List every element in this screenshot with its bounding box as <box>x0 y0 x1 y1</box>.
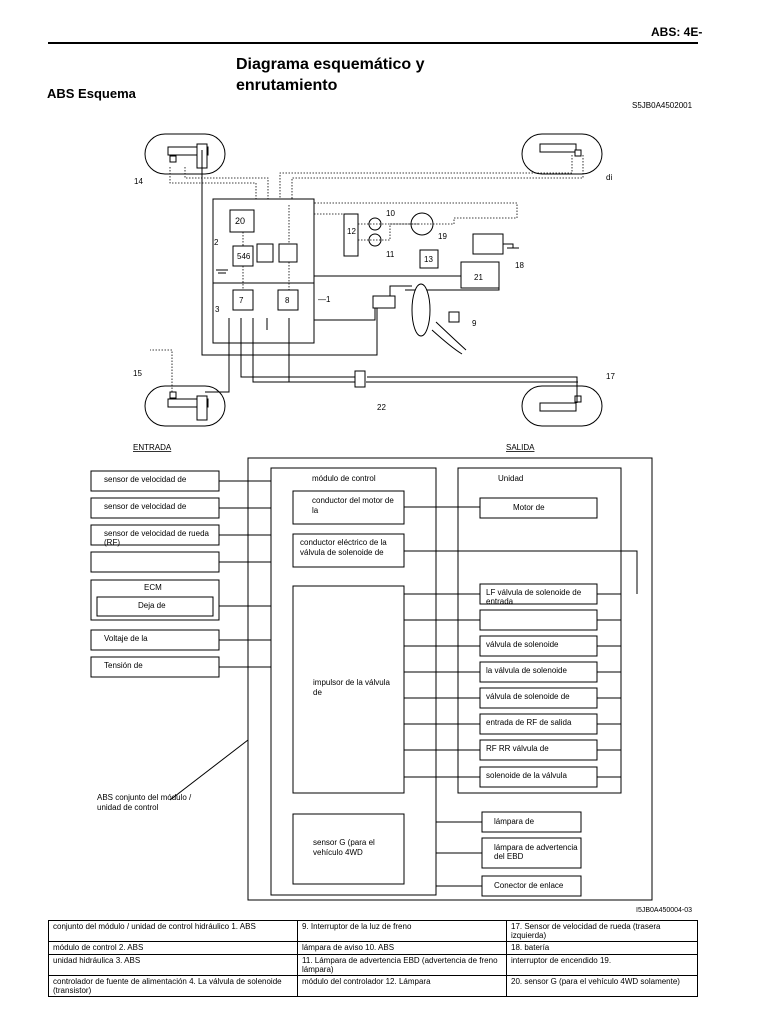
output-header: SALIDA <box>506 443 535 452</box>
g-sensor-box <box>292 813 405 885</box>
input-header: ENTRADA <box>133 443 172 452</box>
wheel-rear-left <box>144 385 226 427</box>
legend-row: controlador de fuente de alimentación 4.… <box>48 975 698 997</box>
abs-module-box <box>212 198 315 344</box>
page-header-ref: ABS: 4E- <box>651 25 703 39</box>
callout-19: 19 <box>438 232 447 241</box>
solenoid-valve-label: válvula de solenoide de <box>486 692 570 701</box>
callout-11: 11 <box>386 250 395 259</box>
solenoid-valve-label: LF válvula de solenoide de entrada <box>486 588 582 606</box>
input-signal-label: sensor de velocidad de <box>104 502 187 511</box>
output-device-box <box>481 837 582 869</box>
header-rule <box>48 42 698 44</box>
legend-cell: 18. batería <box>506 941 698 955</box>
callout-22: 22 <box>377 403 386 412</box>
callout-13: 13 <box>424 255 433 264</box>
solenoid-valve-label: solenoide de la válvula <box>486 771 567 780</box>
figure-ref-code-top: S5JB0A4502001 <box>632 101 693 110</box>
solenoid-valve-label: válvula de solenoide <box>486 640 559 649</box>
input-signal-label: Tensión de <box>104 661 143 670</box>
callout-14: 14 <box>134 177 143 186</box>
g-sensor-label: sensor G (para el vehículo 4WD <box>313 838 375 857</box>
callout-1: —1 <box>318 295 331 304</box>
callout-9: 9 <box>472 319 477 328</box>
legend-cell: unidad hidráulica 3. ABS <box>48 954 298 976</box>
ecm-inner-box <box>96 596 214 617</box>
legend-cell: 17. Sensor de velocidad de rueda (traser… <box>506 920 698 942</box>
callout-20: 20 <box>235 216 245 226</box>
callout-2: 2 <box>214 238 219 247</box>
solenoid-valve-box <box>479 609 598 631</box>
solenoid-valve-label: RF RR válvula de <box>486 744 549 753</box>
legend-cell: módulo de control 2. ABS <box>48 941 298 955</box>
unit-title: Unidad <box>498 474 524 483</box>
legend-cell: módulo del controlador 12. Lámpara <box>297 975 507 997</box>
callout-12: 12 <box>347 227 356 236</box>
callout-546: 546 <box>237 252 251 261</box>
output-device-label: Conector de enlace <box>494 881 564 890</box>
solenoid-valve-label: la válvula de solenoide <box>486 666 567 675</box>
legend-cell: 9. Interruptor de la luz de freno <box>297 920 507 942</box>
callout-15: 15 <box>133 369 142 378</box>
input-signal-label: sensor de velocidad de rueda (RF) <box>104 529 209 547</box>
legend-cell: 20. sensor G (para el vehículo 4WD solam… <box>506 975 698 997</box>
legend-cell: interruptor de encendido 19. <box>506 954 698 976</box>
assembly-label: ABS conjunto del módulo / unidad de cont… <box>97 793 192 812</box>
ecm-item: Deja de <box>138 601 166 610</box>
callout-8: 8 <box>285 296 290 305</box>
figure-ref-code-bottom: I5JB0A450004-03 <box>636 907 693 914</box>
callout-3: 3 <box>215 305 220 314</box>
callout-18: 18 <box>515 261 524 270</box>
control-module-title: módulo de control <box>312 474 376 483</box>
legend-cell: conjunto del módulo / unidad de control … <box>48 920 298 942</box>
solenoid-valve-label: entrada de RF de salida <box>486 718 572 727</box>
callout-di: di <box>606 173 612 182</box>
section-title: ABS Esquema <box>47 86 136 101</box>
legend-cell: lámpara de aviso 10. ABS <box>297 941 507 955</box>
legend-row: conjunto del módulo / unidad de control … <box>48 920 698 942</box>
callout-21: 21 <box>474 273 483 282</box>
pump-motor-box <box>479 497 598 519</box>
input-signal-label: sensor de velocidad de <box>104 475 187 484</box>
pump-motor-label: Motor de <box>513 503 545 512</box>
output-device-label: lámpara de advertencia del EBD <box>494 843 578 861</box>
document-title: Diagrama esquemático y enrutamiento <box>236 56 425 94</box>
motor-driver-label: conductor del motor de la <box>312 496 394 515</box>
ecm-title: ECM <box>144 583 162 592</box>
callout-17: 17 <box>606 372 615 381</box>
wheel-front-right <box>521 133 603 175</box>
input-signal-box <box>90 551 220 573</box>
input-signal-label: Voltaje de la <box>104 634 148 643</box>
legend-cell: 11. Lámpara de advertencia EBD (adverten… <box>297 954 507 976</box>
solenoid-driver-label: conductor eléctrico de la válvula de sol… <box>300 538 387 557</box>
callout-7: 7 <box>239 296 244 305</box>
valve-impulsor-label: impulsor de la válvula de <box>313 678 390 697</box>
legend-table: conjunto del módulo / unidad de control … <box>48 920 698 997</box>
callout-10: 10 <box>386 209 395 218</box>
legend-cell: controlador de fuente de alimentación 4.… <box>48 975 298 997</box>
output-device-label: lámpara de <box>494 817 535 826</box>
wheel-rear-right <box>521 385 603 427</box>
valve-impulsor-box <box>292 585 405 794</box>
solenoid-driver-box <box>292 533 405 568</box>
